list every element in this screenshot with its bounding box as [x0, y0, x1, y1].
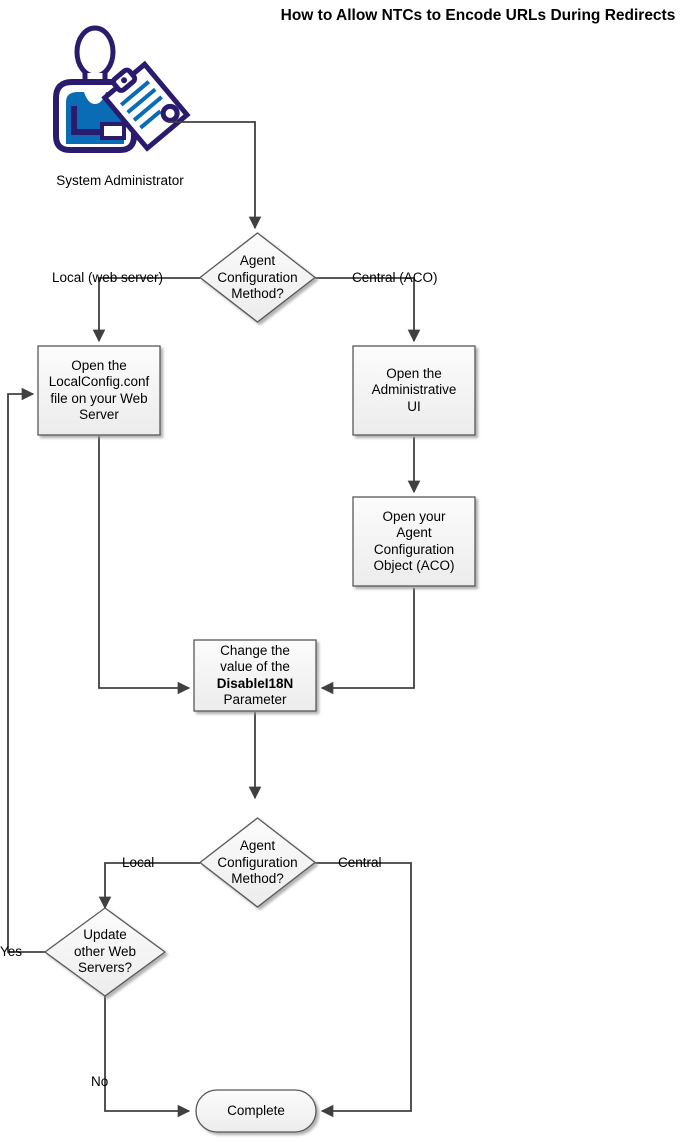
- edge-label-central: Central: [338, 855, 382, 870]
- process-open-localconfig-shape[interactable]: [37, 345, 161, 436]
- decision-agent-config-method-1-shape[interactable]: [198, 232, 317, 323]
- terminator-complete-shape[interactable]: [195, 1089, 317, 1133]
- edge-label-local: Local: [122, 855, 155, 870]
- process-open-admin-ui-shape[interactable]: [352, 345, 476, 436]
- process-open-aco-shape[interactable]: [352, 496, 476, 587]
- edge-label-yes: Yes: [0, 944, 23, 959]
- decision-agent-config-method-2-shape[interactable]: [198, 817, 317, 908]
- decision-update-other-web-servers-shape[interactable]: [43, 907, 167, 997]
- edge-label-no: No: [91, 1074, 109, 1089]
- system-administrator-icon: [53, 25, 191, 153]
- edge-label-central-aco: Central (ACO): [352, 270, 438, 285]
- actor-caption: System Administrator: [56, 173, 184, 188]
- process-change-value-shape[interactable]: [193, 639, 317, 712]
- diagram-title: How to Allow NTCs to Encode URLs During …: [280, 7, 676, 24]
- edge-label-local-web-server: Local (web server): [52, 270, 164, 285]
